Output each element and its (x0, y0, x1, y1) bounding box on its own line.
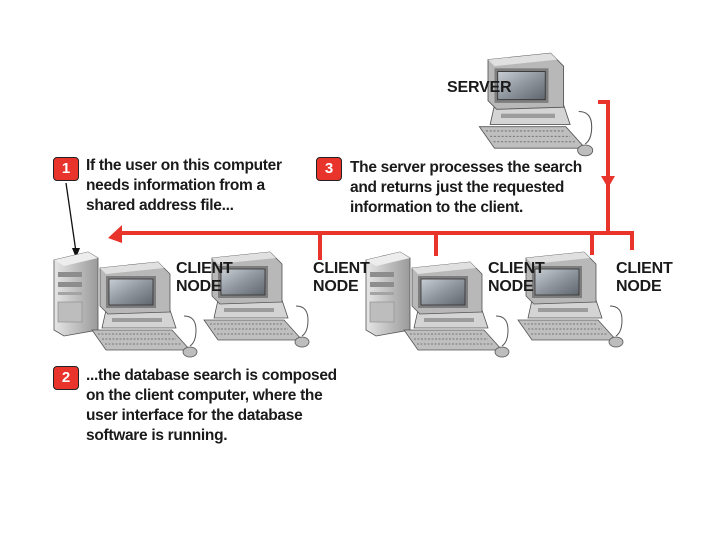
label-line: NODE (313, 278, 359, 295)
label-line: NODE (488, 278, 534, 295)
step-3-line: information to the client. (350, 199, 524, 216)
step-2-badge: 2 (53, 366, 79, 390)
step-1-text: If the user on this computer needs infor… (86, 156, 282, 216)
step-1-badge: 1 (53, 157, 79, 181)
step-2-line: ...the database search is composed (86, 367, 337, 384)
server-down-arrow-icon (601, 176, 615, 188)
step-1-pointer (65, 182, 80, 258)
server-computer-icon (478, 52, 594, 157)
client-arrow-icon (108, 225, 122, 243)
network-line (122, 100, 634, 260)
step-1-line: needs information from a (86, 177, 265, 194)
label-line: CLIENT (176, 260, 233, 277)
step-3-badge: 3 (316, 157, 342, 181)
step-1-line: shared address file... (86, 197, 234, 214)
step-1-line: If the user on this computer (86, 157, 282, 174)
step-2-text: ...the database search is composed on th… (86, 366, 337, 446)
step-3-line: and returns just the requested (350, 179, 565, 196)
step-3-text: The server processes the search and retu… (350, 158, 582, 218)
step-2-line: on the client computer, where the (86, 387, 323, 404)
step-3-line: The server processes the search (350, 159, 582, 176)
label-line: NODE (176, 278, 222, 295)
label-line: CLIENT (616, 260, 673, 277)
server-label: SERVER (447, 79, 512, 96)
label-line: CLIENT (488, 260, 545, 277)
step-2-line: user interface for the database (86, 407, 303, 424)
step-2-line: software is running. (86, 427, 228, 444)
label-line: NODE (616, 278, 662, 295)
label-line: CLIENT (313, 260, 370, 277)
